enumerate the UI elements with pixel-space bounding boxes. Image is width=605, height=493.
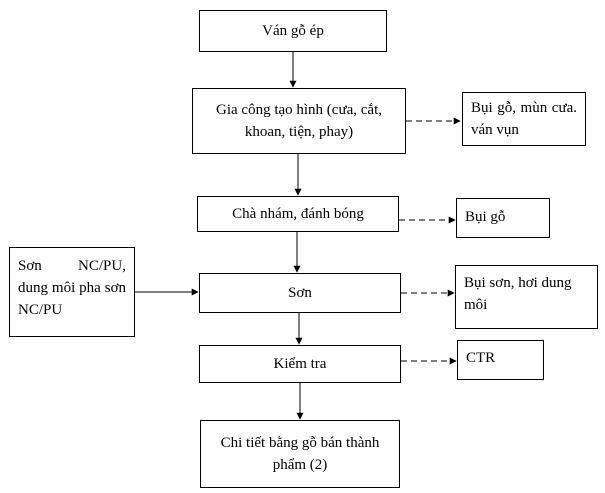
step-inspection-label: Kiểm tra [273, 356, 327, 372]
step-machining-label: Gia công tạo hình (cưa, cắt, khoan, tiện… [216, 102, 382, 140]
step-plywood-label: Ván gỗ ép [262, 23, 324, 39]
output-solid-waste-label: CTR [466, 350, 496, 366]
output-paint-emissions-label: Bụi sơn, hơi dung môi [464, 275, 572, 313]
output-sanding-dust-label: Bụi gỗ [465, 209, 506, 225]
step-painting-label: Sơn [288, 285, 312, 301]
step-semi-finished: Chi tiết bằng gỗ bán thành phẩm (2) [200, 420, 400, 488]
step-inspection: Kiểm tra [199, 345, 401, 383]
input-paint-materials: Sơn NC/PU, dung môi pha sơn NC/PU [9, 247, 135, 337]
step-machining: Gia công tạo hình (cưa, cắt, khoan, tiện… [192, 88, 406, 154]
step-plywood: Ván gỗ ép [199, 10, 387, 52]
step-semi-finished-label: Chi tiết bằng gỗ bán thành phẩm (2) [220, 435, 380, 473]
output-solid-waste: CTR [457, 340, 544, 380]
step-sanding-label: Chà nhám, đánh bóng [232, 206, 364, 222]
output-machining-waste-label: Bụi gỗ, mùn cưa. ván vụn [471, 100, 577, 138]
output-sanding-dust: Bụi gỗ [456, 198, 550, 238]
step-sanding: Chà nhám, đánh bóng [197, 196, 399, 232]
output-paint-emissions: Bụi sơn, hơi dung môi [455, 265, 598, 329]
step-painting: Sơn [199, 273, 401, 313]
input-paint-materials-label: Sơn NC/PU, dung môi pha sơn NC/PU [18, 258, 126, 318]
output-machining-waste: Bụi gỗ, mùn cưa. ván vụn [462, 92, 586, 146]
